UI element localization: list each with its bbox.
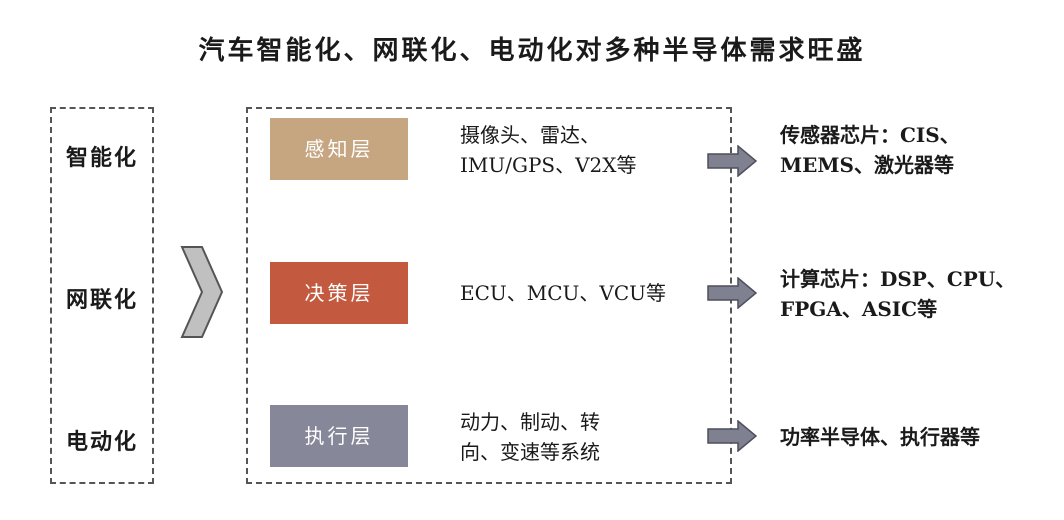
decision-chips-line: FPGA、ASIC等 bbox=[780, 297, 938, 321]
arrow-right-icon bbox=[707, 277, 757, 309]
decision-desc: ECU、MCU、VCU等 bbox=[460, 278, 666, 308]
arrow-right-icon bbox=[707, 145, 757, 177]
driver-electric: 电动化 bbox=[65, 429, 138, 455]
execution-chips: 功率半导体、执行器等 bbox=[780, 422, 980, 452]
drivers-box bbox=[50, 107, 154, 484]
driver-intelligent: 智能化 bbox=[65, 145, 138, 171]
decision-desc-line: ECU、MCU、VCU等 bbox=[460, 281, 666, 305]
layer-execution: 执行层 bbox=[270, 405, 408, 467]
driver-connected: 网联化 bbox=[65, 287, 138, 313]
perception-chips: 传感器芯片：CIS、 MEMS、激光器等 bbox=[780, 120, 960, 180]
perception-desc-line: 摄像头、雷达、 bbox=[460, 123, 600, 147]
decision-chips-line: 计算芯片：DSP、CPU、 bbox=[780, 267, 1016, 291]
chevron-right-icon bbox=[180, 246, 224, 338]
execution-chips-line: 功率半导体、执行器等 bbox=[780, 425, 980, 449]
execution-desc: 动力、制动、转 向、变速等系统 bbox=[460, 407, 600, 467]
layer-perception: 感知层 bbox=[270, 118, 408, 180]
perception-chips-line: 传感器芯片：CIS、 bbox=[780, 123, 960, 147]
arrow-right-icon bbox=[707, 420, 757, 452]
perception-chips-line: MEMS、激光器等 bbox=[780, 153, 954, 177]
page-title: 汽车智能化、网联化、电动化对多种半导体需求旺盛 bbox=[198, 36, 866, 66]
execution-desc-line: 向、变速等系统 bbox=[460, 440, 600, 464]
perception-desc: 摄像头、雷达、 IMU/GPS、V2X等 bbox=[460, 120, 637, 180]
layer-decision: 决策层 bbox=[270, 262, 408, 324]
perception-desc-line: IMU/GPS、V2X等 bbox=[460, 153, 637, 177]
decision-chips: 计算芯片：DSP、CPU、 FPGA、ASIC等 bbox=[780, 264, 1015, 324]
execution-desc-line: 动力、制动、转 bbox=[460, 410, 600, 434]
